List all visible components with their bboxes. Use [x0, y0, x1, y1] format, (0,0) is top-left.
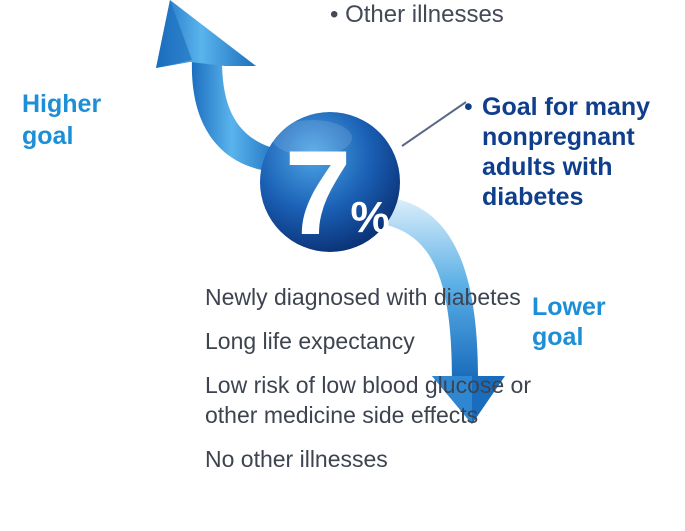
lower-goal-item: No other illnesses	[205, 446, 388, 472]
higher-goal-item: • Other illnesses	[330, 1, 504, 28]
center-value: 7	[285, 126, 352, 260]
upward-arrow-shaft	[191, 60, 280, 170]
lower-goal-label: Lower goal	[532, 293, 606, 351]
downward-arrow-shaft	[370, 196, 478, 378]
higher-goal-label: Higher goal	[22, 90, 102, 150]
lower-goal-item: Low risk of low blood glucose or other m…	[205, 372, 531, 428]
goal-note-bullet: •	[464, 93, 473, 121]
goal-circle	[260, 112, 400, 252]
lower-goal-list: Newly diagnosed with diabetes Long life …	[205, 282, 535, 474]
lower-goal-item: Newly diagnosed with diabetes	[205, 284, 521, 310]
center-unit: %	[350, 193, 389, 242]
goal-connector-line	[401, 101, 467, 147]
goal-note: Goal for many nonpregnant adults with di…	[482, 93, 651, 211]
lower-goal-item: Long life expectancy	[205, 328, 415, 354]
